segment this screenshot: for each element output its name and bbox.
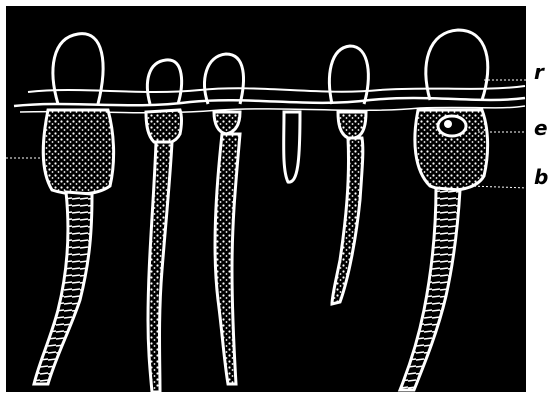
cell-body-2 xyxy=(146,110,182,144)
cell-body-1 xyxy=(43,110,113,194)
label-e: e xyxy=(534,118,548,138)
cell-body-5 xyxy=(338,112,366,138)
inclusion xyxy=(438,116,466,136)
inclusion-core xyxy=(444,120,452,128)
cell-body-4 xyxy=(284,112,300,182)
label-r: r xyxy=(534,62,544,82)
label-b: b xyxy=(534,167,548,187)
